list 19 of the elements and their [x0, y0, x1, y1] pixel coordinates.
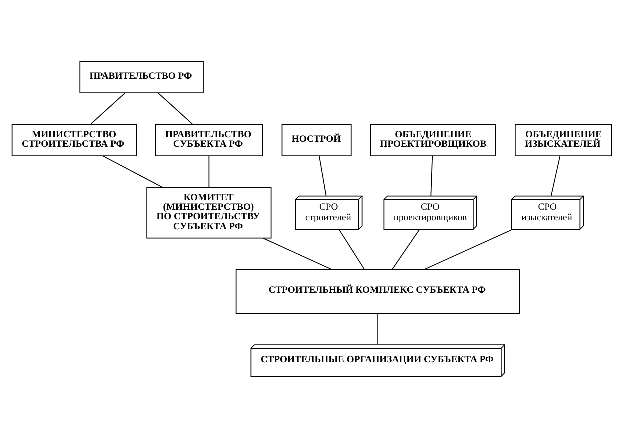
connector	[392, 229, 420, 270]
connector	[338, 229, 366, 270]
node-box: НОСТРОЙ	[282, 124, 352, 156]
node-box: КОМИТЕТ (МИНИСТЕРСТВО) ПО СТРОИТЕЛЬСТВУ СУБЪЕКТА РФ	[146, 187, 272, 239]
connector	[158, 92, 194, 125]
node-box: ПРАВИТЕЛЬСТВО СУБЪЕКТА РФ	[155, 124, 263, 156]
connector	[102, 156, 163, 188]
connector	[424, 229, 514, 270]
connector	[550, 156, 561, 196]
node-box: СТРОИТЕЛЬНЫЙ КОМПЛЕКС СУБЪЕКТА РФ	[236, 269, 520, 314]
node-box: ОБЪЕДИНЕНИЕ ИЗЫСКАТЕЛЕЙ	[515, 124, 612, 156]
connector	[318, 156, 327, 196]
connector	[430, 156, 434, 196]
connector	[262, 238, 332, 270]
connector	[208, 156, 210, 188]
node-box: ПРАВИТЕЛЬСТВО РФ	[80, 61, 204, 94]
node-box: МИНИСТЕРСТВО СТРОИТЕЛЬСТВА РФ	[12, 124, 137, 156]
node-box: ОБЪЕДИНЕНИЕ ПРОЕКТИРОВЩИКОВ	[370, 124, 496, 156]
connector	[90, 92, 126, 125]
